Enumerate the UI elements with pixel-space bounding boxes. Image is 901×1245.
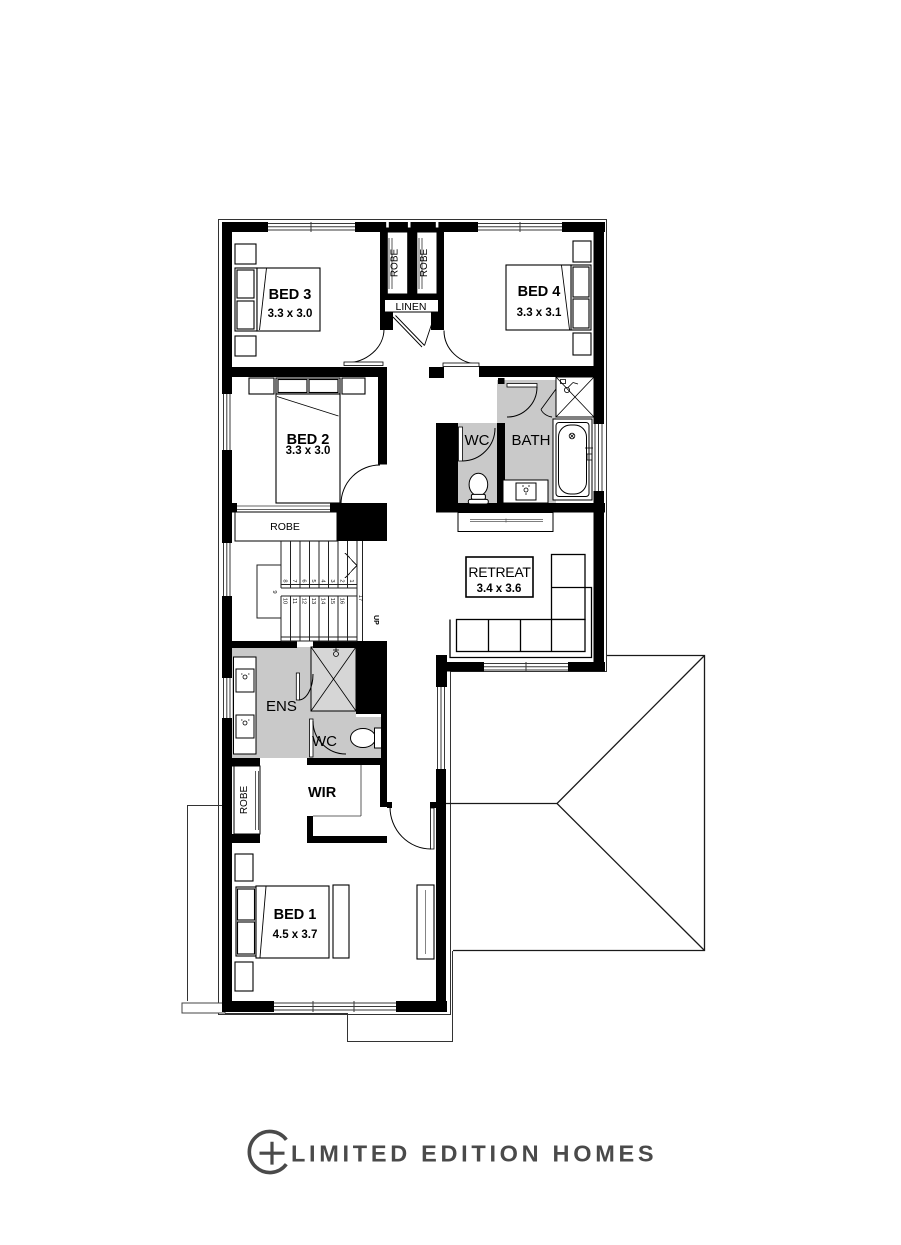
svg-text:LIMITED EDITION HOMES: LIMITED EDITION HOMES xyxy=(291,1141,657,1167)
svg-text:1: 1 xyxy=(348,579,354,582)
svg-text:14: 14 xyxy=(320,598,326,605)
svg-text:4: 4 xyxy=(320,579,326,583)
svg-text:3: 3 xyxy=(329,579,335,582)
svg-text:ROBE: ROBE xyxy=(239,786,250,815)
svg-text:6: 6 xyxy=(301,579,307,582)
svg-text:ROBE: ROBE xyxy=(270,521,300,533)
svg-text:11: 11 xyxy=(291,598,297,604)
svg-text:ROBE: ROBE xyxy=(390,249,401,278)
svg-text:2: 2 xyxy=(339,579,345,582)
svg-text:3.3 x 3.1: 3.3 x 3.1 xyxy=(517,307,562,319)
svg-text:UP: UP xyxy=(372,615,379,625)
svg-text:RETREAT: RETREAT xyxy=(468,564,531,580)
svg-text:WC: WC xyxy=(465,432,490,449)
svg-text:16: 16 xyxy=(339,598,345,604)
svg-text:BED 3: BED 3 xyxy=(269,287,312,303)
svg-text:12: 12 xyxy=(301,598,307,604)
svg-text:15: 15 xyxy=(329,598,335,604)
svg-text:3.3 x 3.0: 3.3 x 3.0 xyxy=(286,445,331,457)
svg-text:WIR: WIR xyxy=(308,785,337,801)
svg-text:ROBE: ROBE xyxy=(419,249,430,278)
svg-text:3.3 x 3.0: 3.3 x 3.0 xyxy=(268,308,313,320)
svg-text:BED 1: BED 1 xyxy=(274,907,317,923)
svg-text:BATH: BATH xyxy=(512,432,551,449)
svg-text:17: 17 xyxy=(357,595,363,601)
svg-text:3.4 x 3.6: 3.4 x 3.6 xyxy=(477,583,522,595)
svg-text:BED 2: BED 2 xyxy=(287,432,330,448)
svg-text:8: 8 xyxy=(282,579,288,582)
svg-text:LINEN: LINEN xyxy=(396,301,427,313)
svg-text:13: 13 xyxy=(310,598,316,604)
svg-text:WC: WC xyxy=(312,733,337,750)
svg-text:ENS: ENS xyxy=(266,698,297,715)
svg-text:7: 7 xyxy=(291,579,297,582)
svg-text:4.5 x 3.7: 4.5 x 3.7 xyxy=(273,929,318,941)
svg-text:BED 4: BED 4 xyxy=(518,284,561,300)
svg-text:9: 9 xyxy=(271,590,277,593)
svg-text:10: 10 xyxy=(282,598,288,604)
svg-text:5: 5 xyxy=(310,579,316,582)
